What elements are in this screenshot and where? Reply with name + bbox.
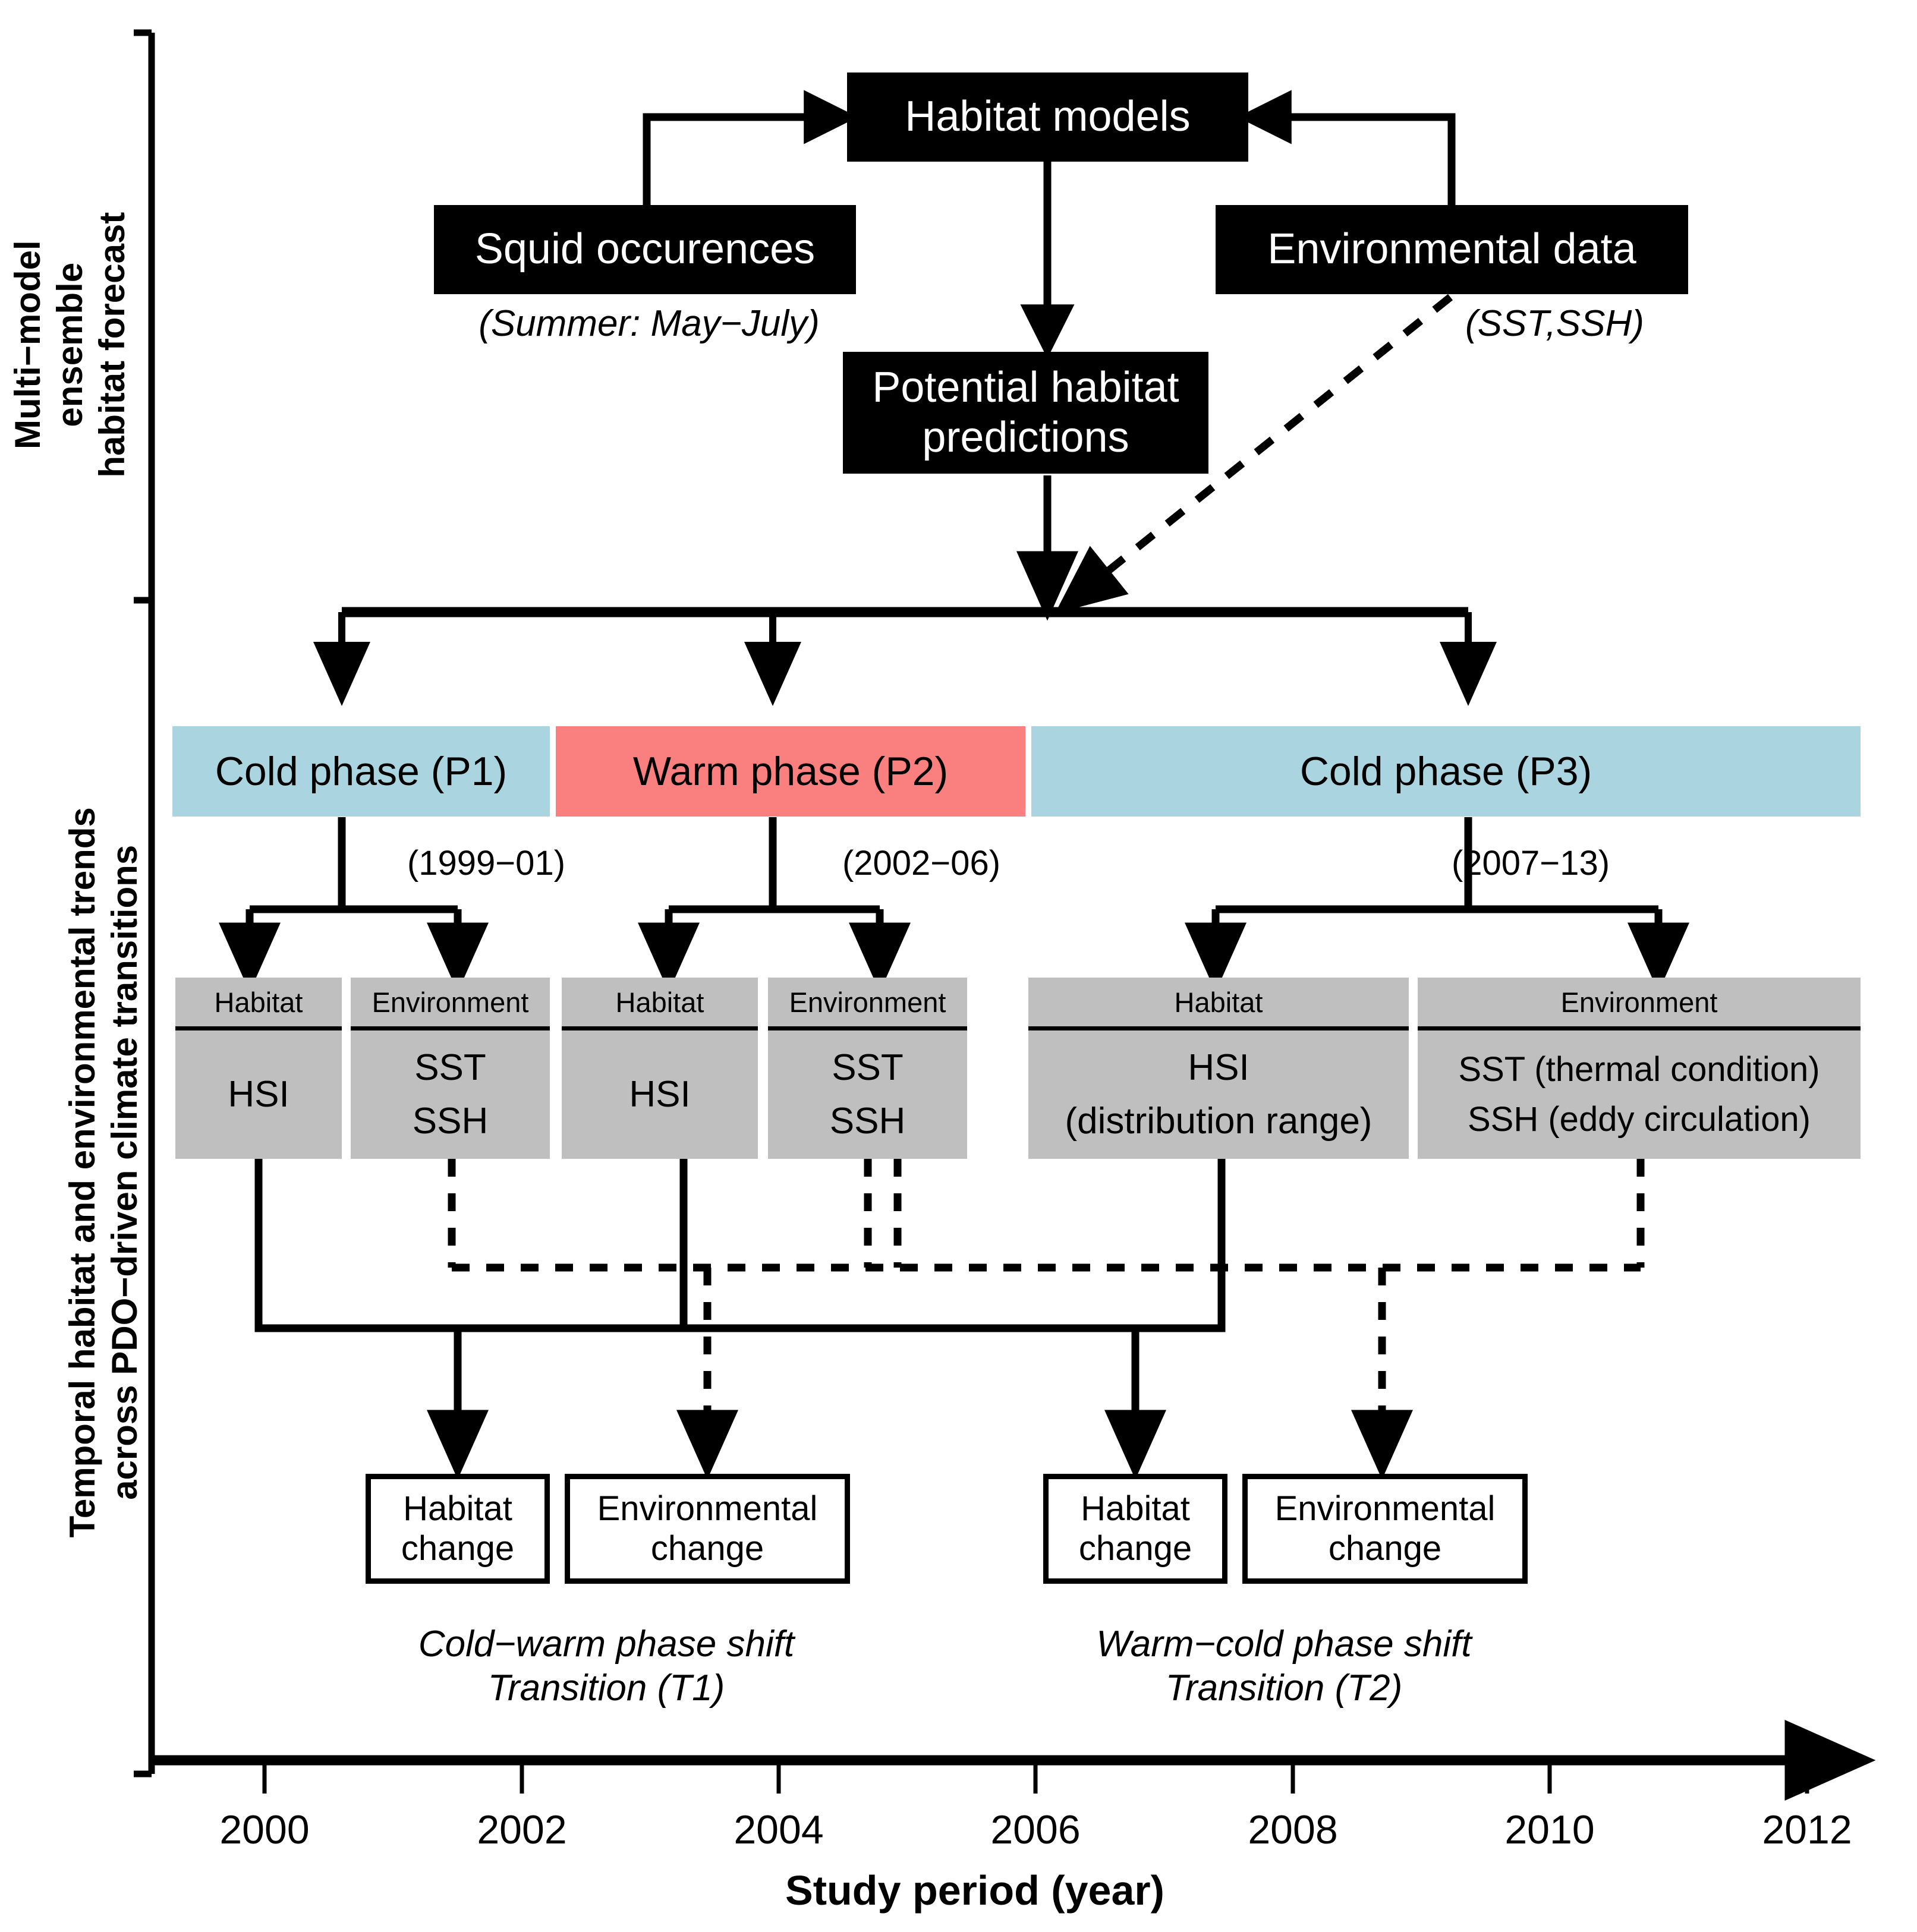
metric-box-p1-environment-body: SST SSH — [412, 1047, 489, 1142]
node-environmental-data[interactable]: Environmental data — [1216, 205, 1688, 294]
metric-box-p2-environment-head: Environment — [768, 978, 967, 1030]
node-squid-occurrences[interactable]: Squid occurences — [434, 205, 856, 294]
x-tick-label: 2004 — [734, 1807, 824, 1852]
metric-box-p3-habitat-body: HSI (distribution range) — [1065, 1047, 1373, 1142]
metric-box-p2-habitat[interactable]: Habitat HSI — [562, 978, 758, 1159]
phase-bar-p2[interactable]: Warm phase (P2) — [556, 726, 1025, 817]
metric-box-p1-habitat-body: HSI — [228, 1074, 289, 1115]
metric-box-p3-habitat-head: Habitat — [1028, 978, 1409, 1030]
phase-bar-p3-label: Cold phase (P3) — [1299, 749, 1592, 794]
metric-box-p2-environment-body: SST SSH — [829, 1047, 906, 1142]
metric-box-p3-environment[interactable]: Environment SST (thermal condition) SSH … — [1418, 978, 1861, 1159]
node-potential-habitat-predictions[interactable]: Potential habitat predictions — [843, 352, 1208, 474]
metric-box-p1-habitat-head: Habitat — [175, 978, 342, 1030]
metric-box-p1-habitat[interactable]: Habitat HSI — [175, 978, 342, 1159]
metric-box-p1-environment-head: Environment — [351, 978, 550, 1030]
phase-years-p3: (2007−13) — [1451, 844, 1610, 883]
x-tick-label: 2000 — [219, 1807, 310, 1852]
node-habitat-models[interactable]: Habitat models — [847, 73, 1248, 162]
outcome-box-t2-environmental-change[interactable]: Environmental change — [1242, 1474, 1528, 1584]
metric-box-p2-environment[interactable]: Environment SST SSH — [768, 978, 967, 1159]
outcome-box-t2-habitat-change[interactable]: Habitat change — [1043, 1474, 1227, 1584]
metric-box-p3-environment-body: SST (thermal condition) SSH (eddy circul… — [1458, 1049, 1820, 1139]
metric-box-p1-environment[interactable]: Environment SST SSH — [351, 978, 550, 1159]
caption-env-variables: (SST,SSH) — [1465, 303, 1644, 344]
node-potential-habitat-predictions-label: Potential habitat predictions — [872, 363, 1179, 461]
phase-years-p2: (2002−06) — [842, 844, 1001, 883]
metric-box-p3-environment-head: Environment — [1418, 978, 1861, 1030]
x-tick-label: 2010 — [1504, 1807, 1595, 1852]
phase-bar-p3[interactable]: Cold phase (P3) — [1031, 726, 1861, 817]
x-tick-label: 2008 — [1248, 1807, 1338, 1852]
node-habitat-models-label: Habitat models — [905, 93, 1191, 141]
axis-label-bottom-panel: Temporal habitat and environmental trend… — [62, 807, 144, 1538]
node-squid-occurrences-label: Squid occurences — [474, 225, 816, 273]
x-tick-label: 2012 — [1762, 1807, 1852, 1852]
phase-years-p1: (1999−01) — [407, 844, 566, 883]
x-tick-label: 2006 — [990, 1807, 1081, 1852]
transition-caption-t1: Cold−warm phase shift Transition (T1) — [418, 1624, 795, 1709]
caption-squid-season: (Summer: May−July) — [479, 303, 820, 344]
metric-box-p3-habitat[interactable]: Habitat HSI (distribution range) — [1028, 978, 1409, 1159]
outcome-box-t1-environmental-change[interactable]: Environmental change — [565, 1474, 850, 1584]
metric-box-p2-habitat-body: HSI — [629, 1074, 691, 1115]
phase-bar-p1[interactable]: Cold phase (P1) — [172, 726, 550, 817]
x-tick-label: 2002 — [477, 1807, 567, 1852]
x-axis-title: Study period (year) — [785, 1867, 1164, 1914]
transition-caption-t2: Warm−cold phase shift Transition (T2) — [1096, 1624, 1472, 1709]
outcome-box-t1-habitat-change[interactable]: Habitat change — [366, 1474, 550, 1584]
metric-box-p2-habitat-head: Habitat — [562, 978, 758, 1030]
phase-bar-p2-label: Warm phase (P2) — [632, 749, 949, 794]
phase-bar-p1-label: Cold phase (P1) — [215, 749, 508, 794]
node-environmental-data-label: Environmental data — [1267, 225, 1636, 273]
axis-label-top-panel: Multi−model ensemble habitat forecast — [7, 212, 132, 478]
